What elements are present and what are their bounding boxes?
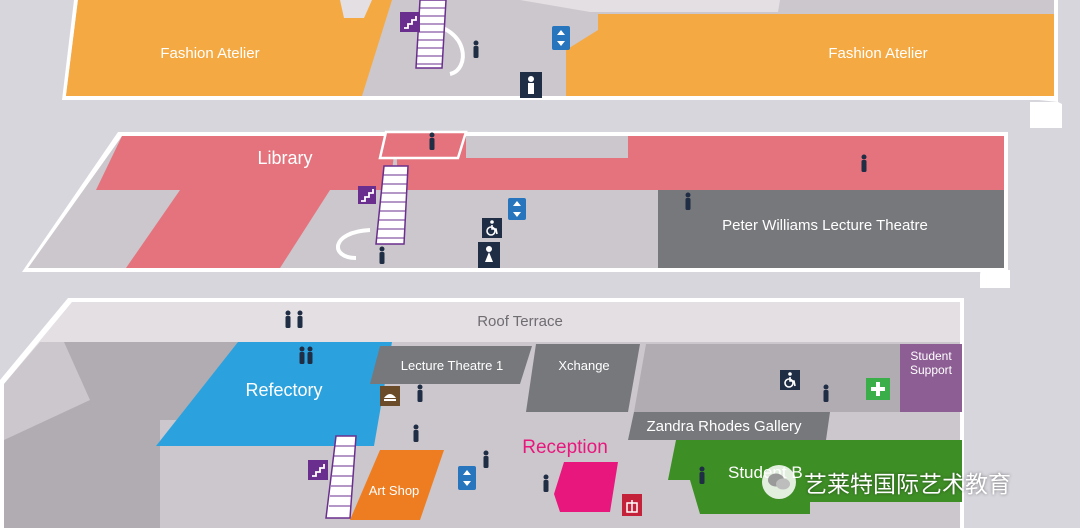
stairs-icon [400, 12, 420, 32]
middle-floor: Library Peter Williams Lecture Theatre [22, 130, 1010, 288]
person-icon [285, 310, 291, 328]
person-icon [543, 474, 549, 492]
top-corridor [340, 0, 372, 18]
person-icon [307, 346, 313, 364]
toilet-icon [478, 242, 500, 268]
refectory-label: Refectory [245, 380, 322, 400]
lift-icon [552, 26, 570, 50]
top-floor: Fashion Atelier Fashion Atelier [62, 0, 1062, 128]
ground-stairs [325, 435, 357, 519]
library-area[interactable] [96, 136, 396, 268]
roof-terrace-label: Roof Terrace [477, 313, 563, 330]
middle-stairs [375, 165, 409, 245]
student-support-area[interactable] [900, 344, 962, 412]
library-east-area[interactable] [396, 132, 1004, 190]
person-icon [417, 384, 423, 402]
zandra-rhodes-gallery-label: Zandra Rhodes Gallery [646, 418, 802, 435]
refectory-area[interactable] [156, 342, 392, 446]
peter-williams-lecture-theatre[interactable] [658, 190, 1004, 268]
person-icon [429, 132, 435, 150]
library-mezzanine [378, 130, 468, 160]
watermark-text: 艺莱特国际艺术教育 [804, 472, 1011, 498]
person-icon [297, 310, 303, 328]
person-icon [473, 40, 479, 58]
first-aid-icon [866, 378, 890, 400]
fashion-atelier-east-label: Fashion Atelier [828, 45, 927, 62]
reception-desk[interactable] [554, 462, 618, 512]
wechat-logo-icon [762, 465, 796, 499]
middle-stair-curve [336, 228, 371, 260]
ground-floor: Roof Terrace Refectory Lecture Theatre 1… [0, 298, 964, 528]
reception-label: Reception [522, 437, 608, 458]
xchange-label: Xchange [558, 358, 609, 373]
person-icon [861, 154, 867, 172]
top-corridor-east [520, 0, 780, 12]
person-icon [699, 466, 705, 484]
peter-williams-label: Peter Williams Lecture Theatre [722, 217, 928, 234]
fashion-atelier-east-area[interactable] [566, 14, 1054, 96]
zandra-rhodes-gallery-area[interactable] [628, 412, 830, 440]
stairs-icon [358, 186, 376, 204]
library-label: Library [257, 148, 312, 168]
fashion-atelier-west-area[interactable] [66, 0, 392, 96]
ground-west-block [4, 342, 240, 528]
lift-icon [508, 198, 526, 220]
art-shop-area[interactable] [350, 450, 444, 520]
accessible-icon [780, 370, 800, 390]
gift-icon [622, 494, 642, 516]
accessible-icon [482, 218, 502, 238]
xchange-area[interactable] [526, 344, 640, 412]
person-icon [299, 346, 305, 364]
lecture-theatre-1-area[interactable] [370, 346, 532, 384]
toilet-icon [520, 72, 542, 98]
lecture-theatre-1-label: Lecture Theatre 1 [401, 358, 503, 373]
food-icon [380, 386, 400, 406]
top-stairs [415, 0, 447, 69]
art-shop-label: Art Shop [369, 483, 420, 498]
watermark: 艺莱特国际艺术教育 [762, 462, 1011, 502]
student-bar-area[interactable] [668, 440, 962, 514]
east-block [634, 344, 900, 412]
lift-icon [458, 466, 476, 490]
person-icon [413, 424, 419, 442]
person-icon [685, 192, 691, 210]
stairs-icon [308, 460, 328, 480]
person-icon [379, 246, 385, 264]
fashion-atelier-west-label: Fashion Atelier [160, 45, 259, 62]
person-icon [823, 384, 829, 402]
person-icon [483, 450, 489, 468]
